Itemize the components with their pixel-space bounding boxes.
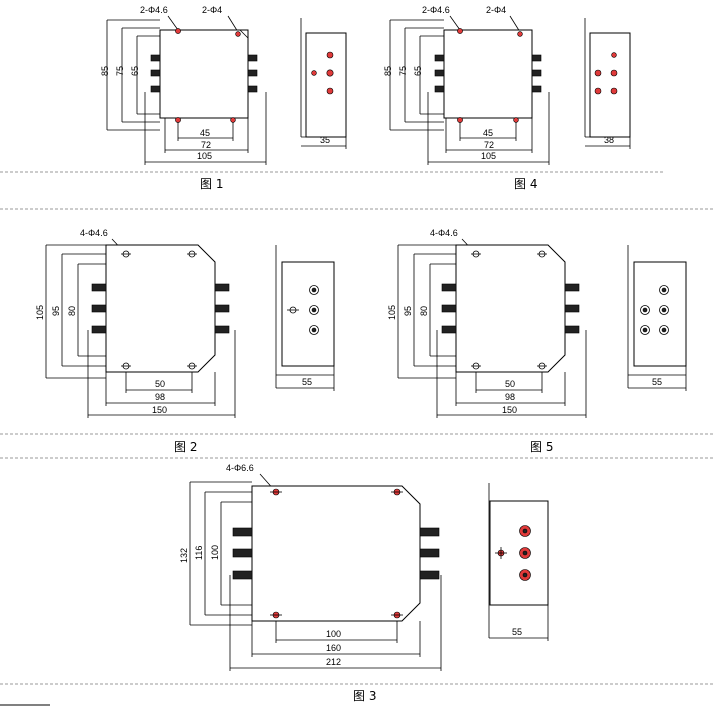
- dim-height-inner: 65: [130, 66, 140, 76]
- figure-2: 4-Φ4.6 105 95 80 50 98 150 55 图 2: [35, 228, 335, 454]
- hole-note: 4-Φ4.6: [430, 228, 458, 238]
- dim-width-total: 150: [502, 405, 517, 415]
- dim-width-holes: 100: [326, 629, 341, 639]
- hole-note: 4-Φ4.6: [80, 228, 108, 238]
- dim-height-mid: 95: [51, 306, 61, 316]
- dim-width-holes: 50: [155, 379, 165, 389]
- mount-hole: [175, 117, 181, 123]
- dim-width-body: 72: [201, 140, 211, 150]
- mount-hole: [311, 70, 317, 76]
- mount-hole: [517, 31, 523, 37]
- filter-front-view: [455, 244, 566, 373]
- hole-note-2: 2-Φ4: [486, 5, 506, 15]
- hole-note: 4-Φ6.6: [226, 463, 254, 473]
- dim-width-body: 98: [155, 392, 165, 402]
- terminal-stud: [610, 87, 618, 95]
- mount-hole: [175, 28, 181, 34]
- dim-height-inner: 80: [67, 306, 77, 316]
- figure-caption: 图 1: [200, 177, 223, 191]
- dim-height-inner: 80: [419, 306, 429, 316]
- mount-hole: [457, 28, 463, 34]
- figure-4: 2-Φ4.6 2-Φ4 85 75 65 45 72 105 38 图: [383, 5, 631, 191]
- dim-side-width: 55: [302, 377, 312, 387]
- filter-front-view: [159, 29, 249, 119]
- filter-side-view: [489, 500, 549, 606]
- filter-side-view: [589, 32, 631, 138]
- dim-height-outer: 105: [387, 305, 397, 320]
- terminal-block: [232, 527, 440, 580]
- figure-5: 4-Φ4.6 105 95 80 50 98 150 55 图 5: [387, 228, 687, 454]
- dim-height-mid: 75: [398, 66, 408, 76]
- figure-caption: 图 3: [353, 689, 376, 703]
- dim-height-inner: 100: [210, 545, 220, 560]
- filter-front-view: [105, 244, 216, 373]
- dim-height-outer: 132: [179, 548, 189, 563]
- dim-height-outer: 85: [383, 66, 393, 76]
- dim-side-width: 38: [604, 135, 614, 145]
- dim-height-mid: 75: [115, 66, 125, 76]
- terminal-block: [150, 54, 258, 93]
- filter-front-view: [251, 485, 421, 622]
- dim-width-holes: 45: [200, 128, 210, 138]
- dim-side-width: 35: [320, 135, 330, 145]
- mount-hole: [457, 117, 463, 123]
- dim-height-mid: 116: [194, 546, 204, 560]
- mount-hole: [611, 52, 617, 58]
- dim-width-total: 150: [152, 405, 167, 415]
- filter-side-view: [305, 32, 347, 138]
- dim-width-total: 105: [481, 151, 496, 161]
- filter-side-view: [281, 261, 335, 367]
- dim-width-body: 98: [505, 392, 515, 402]
- hole-note-2: 2-Φ4: [202, 5, 222, 15]
- mount-hole: [230, 117, 236, 123]
- terminal-stud: [594, 87, 602, 95]
- terminal-block: [441, 283, 580, 334]
- dim-side-width: 55: [512, 627, 522, 637]
- mount-hole: [235, 31, 241, 37]
- filter-side-view: [633, 261, 687, 367]
- mount-hole: [513, 117, 519, 123]
- dim-height-mid: 95: [403, 306, 413, 316]
- terminal-stud: [326, 51, 334, 59]
- terminal-block: [434, 54, 542, 93]
- hole-note: 2-Φ4.6: [422, 5, 450, 15]
- figure-3: 4-Φ6.6 132 116 100 100 160 212 55 图 3: [179, 463, 549, 703]
- figure-caption: 图 4: [514, 177, 537, 191]
- figure-1: 2-Φ4.6 2-Φ4 85 75 65 45 72 105: [100, 5, 347, 191]
- terminal-block: [91, 283, 230, 334]
- terminal-stud: [326, 69, 334, 77]
- dim-width-body: 160: [326, 643, 341, 653]
- dim-width-holes: 45: [483, 128, 493, 138]
- dim-height-inner: 65: [413, 66, 423, 76]
- filter-front-view: [443, 29, 533, 119]
- dim-height-outer: 105: [35, 305, 45, 320]
- terminal-stud: [326, 87, 334, 95]
- hole-note: 2-Φ4.6: [140, 5, 168, 15]
- figure-caption: 图 2: [174, 440, 197, 454]
- dim-width-holes: 50: [505, 379, 515, 389]
- figure-caption: 图 5: [530, 440, 553, 454]
- dim-height-outer: 85: [100, 66, 110, 76]
- dim-width-body: 72: [484, 140, 494, 150]
- terminal-stud: [594, 69, 602, 77]
- dim-side-width: 55: [652, 377, 662, 387]
- terminal-stud: [610, 69, 618, 77]
- dim-width-total: 212: [326, 657, 341, 667]
- dim-width-total: 105: [197, 151, 212, 161]
